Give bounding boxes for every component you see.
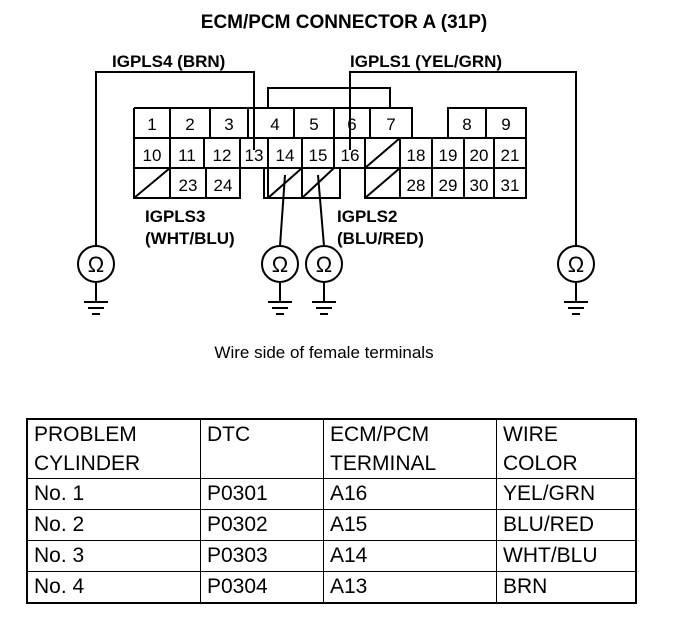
pin-19: 19 — [439, 146, 458, 165]
pin-23: 23 — [179, 176, 198, 195]
cell-dtc: P0304 — [200, 571, 324, 604]
diagram-caption: Wire side of female terminals — [214, 343, 433, 362]
pin-row-1: 1 2 3 4 5 6 7 8 9 — [147, 115, 510, 134]
igpls3-color-label: (WHT/BLU) — [145, 229, 235, 248]
cell-terminal: A14 — [323, 540, 497, 572]
table-row: No. 3 P0303 A14 WHT/BLU — [26, 540, 637, 572]
cell-wire-color: BLU/RED — [496, 509, 637, 541]
pin-24: 24 — [214, 176, 233, 195]
ground-icon — [268, 301, 292, 315]
cell-dtc: P0302 — [200, 509, 324, 541]
ohmmeter-3: Ω — [305, 245, 343, 315]
pin-12: 12 — [213, 146, 232, 165]
table-header-row: PROBLEM CYLINDER DTC ECM/PCM TERMINAL WI… — [26, 418, 637, 479]
header-line: TERMINAL — [330, 452, 437, 475]
cell-wire-color: BRN — [496, 571, 637, 604]
igpls3-label: IGPLS3 — [145, 207, 205, 226]
pin-9: 9 — [501, 115, 510, 134]
pin-16: 16 — [341, 146, 360, 165]
pin-13: 13 — [245, 146, 264, 165]
cell-terminal: A15 — [323, 509, 497, 541]
ohm-symbol-icon: Ω — [316, 252, 332, 277]
cell-dtc: P0303 — [200, 540, 324, 572]
header-line: DTC — [207, 423, 251, 446]
pin-21: 21 — [501, 146, 520, 165]
pin-row-3: 23 24 28 29 30 31 — [179, 176, 520, 195]
pin-14: 14 — [276, 146, 295, 165]
pin-11: 11 — [178, 146, 196, 165]
ohm-symbol-icon: Ω — [88, 252, 104, 277]
igpls2-label: IGPLS2 — [337, 207, 397, 226]
cell-terminal: A16 — [323, 478, 497, 510]
ohmmeter-2: Ω — [261, 245, 299, 315]
header-ecm-pcm-terminal: ECM/PCM TERMINAL — [323, 418, 497, 479]
probe-wires — [95, 71, 577, 247]
header-line: COLOR — [503, 452, 578, 475]
igpls1-label: IGPLS1 (YEL/GRN) — [350, 52, 502, 71]
table-row: No. 4 P0304 A13 BRN — [26, 571, 637, 604]
pin-3: 3 — [224, 115, 233, 134]
header-line: PROBLEM — [34, 423, 137, 446]
pin-8: 8 — [462, 115, 471, 134]
cell-dtc: P0301 — [200, 478, 324, 510]
pin-18: 18 — [407, 146, 426, 165]
pin-15: 15 — [309, 146, 328, 165]
diagram-title: ECM/PCM CONNECTOR A (31P) — [201, 12, 487, 33]
connector-diagram: ECM/PCM CONNECTOR A (31P) IGPLS4 (BRN) I… — [77, 12, 595, 362]
pin-7: 7 — [386, 115, 395, 134]
header-dtc: DTC — [200, 418, 324, 479]
cell-cylinder: No. 4 — [26, 571, 201, 604]
pin-row-2: 10 11 12 13 14 15 16 18 19 20 21 — [143, 146, 520, 165]
connector-body — [133, 87, 527, 199]
cell-cylinder: No. 3 — [26, 540, 201, 572]
ohm-symbol-icon: Ω — [568, 252, 584, 277]
ground-icon — [84, 301, 108, 315]
cell-terminal: A13 — [323, 571, 497, 604]
cell-cylinder: No. 1 — [26, 478, 201, 510]
pin-4: 4 — [270, 115, 279, 134]
igpls4-label: IGPLS4 (BRN) — [112, 52, 225, 71]
table-row: No. 1 P0301 A16 YEL/GRN — [26, 478, 637, 510]
header-problem-cylinder: PROBLEM CYLINDER — [26, 418, 201, 479]
pin-6: 6 — [347, 115, 356, 134]
pin-5: 5 — [309, 115, 318, 134]
pin-28: 28 — [407, 176, 426, 195]
ground-icon — [312, 301, 336, 315]
cell-cylinder: No. 2 — [26, 509, 201, 541]
pin-30: 30 — [470, 176, 489, 195]
ground-icon — [564, 301, 588, 315]
header-line: ECM/PCM — [330, 423, 430, 446]
pin-10: 10 — [143, 146, 162, 165]
problem-cylinder-table: PROBLEM CYLINDER DTC ECM/PCM TERMINAL WI… — [26, 418, 637, 604]
ohmmeter-4: Ω — [557, 245, 595, 315]
cell-wire-color: YEL/GRN — [496, 478, 637, 510]
header-wire-color: WIRE COLOR — [496, 418, 637, 479]
igpls2-color-label: (BLU/RED) — [337, 229, 424, 248]
header-line: WIRE — [503, 423, 558, 446]
table-row: No. 2 P0302 A15 BLU/RED — [26, 509, 637, 541]
pin-29: 29 — [439, 176, 458, 195]
ohmmeter-1: Ω — [77, 245, 115, 315]
pin-2: 2 — [185, 115, 194, 134]
cell-wire-color: WHT/BLU — [496, 540, 637, 572]
pin-31: 31 — [501, 176, 520, 195]
header-line: CYLINDER — [34, 452, 141, 475]
pin-20: 20 — [470, 146, 489, 165]
pin-1: 1 — [147, 115, 156, 134]
ohm-symbol-icon: Ω — [272, 252, 288, 277]
